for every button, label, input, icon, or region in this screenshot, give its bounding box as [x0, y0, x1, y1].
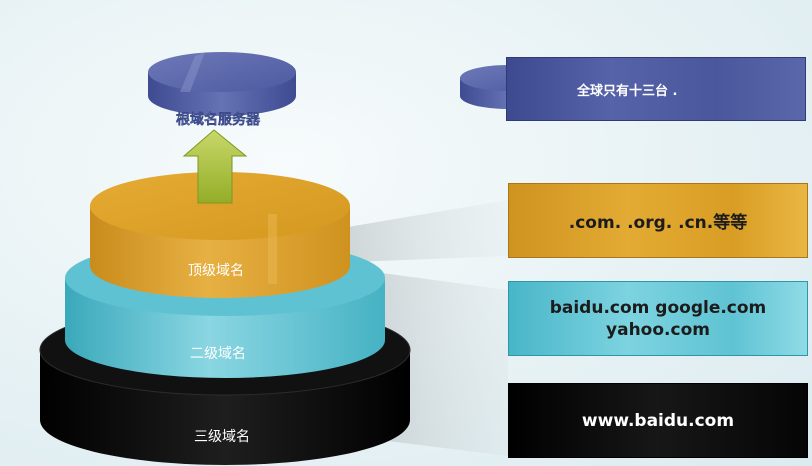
third-level-description-text: www.baidu.com [581, 410, 735, 431]
second-level-description-box: baidu.com google.com yahoo.com [508, 281, 808, 356]
root-server-disc [148, 52, 296, 116]
tier-top-level [90, 172, 350, 298]
root-description-box: 全球只有十三台 . [506, 57, 806, 121]
tier-third-level-label: 三级域名 [194, 429, 250, 445]
tier-top-level-label: 顶级域名 [188, 263, 244, 279]
root-server-label: 根域名服务器 [176, 111, 261, 128]
second-level-description-line1: baidu.com google.com [549, 297, 767, 318]
top-level-description-text: .com. .org. .cn.等等 [568, 213, 748, 233]
second-level-description-line2: yahoo.com [606, 319, 710, 340]
up-arrow-icon [182, 129, 248, 204]
root-description-text: 全球只有十三台 . [577, 83, 678, 99]
tier-shadow [330, 200, 508, 262]
third-level-description-box: www.baidu.com [508, 383, 808, 458]
top-level-description-box: .com. .org. .cn.等等 [508, 183, 808, 258]
tier-second-level-label: 二级域名 [190, 346, 246, 362]
